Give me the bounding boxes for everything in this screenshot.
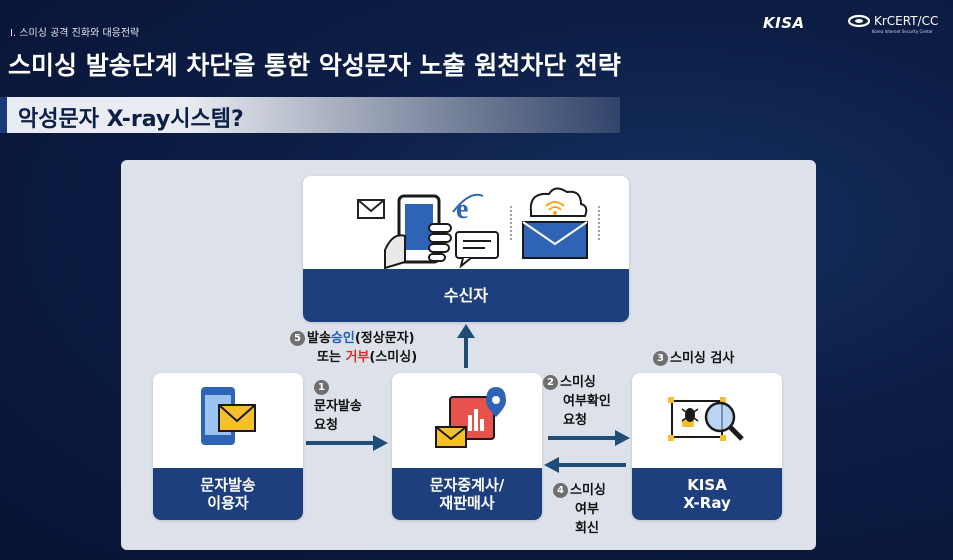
recipient-node: e 수신자 bbox=[303, 176, 629, 322]
breadcrumb: Ⅰ. 스미싱 공격 진화와 대응전략 bbox=[10, 28, 140, 39]
arrow-relay-to-xray bbox=[548, 430, 630, 446]
krcert-logo-subtext: Korea Internet Security Center bbox=[872, 29, 933, 34]
phone-message-icon bbox=[201, 387, 256, 445]
sender-label: 문자발송 이용자 bbox=[153, 468, 303, 520]
krcert-logo-text: KrCERT/CC bbox=[874, 14, 939, 28]
step-2-line2: 여부확인 bbox=[563, 394, 611, 409]
step-3-number: 3 bbox=[653, 351, 668, 366]
subtitle-accent bbox=[0, 97, 7, 133]
krcert-emblem-icon bbox=[848, 14, 870, 28]
xray-label-line2: X-Ray bbox=[683, 494, 731, 512]
svg-text:e: e bbox=[456, 194, 468, 225]
sender-label-line1: 문자발송 bbox=[200, 476, 256, 494]
envelope-icon bbox=[357, 199, 385, 219]
relay-label: 문자중계사/ 재판매사 bbox=[392, 468, 542, 520]
relay-label-line1: 문자중계사/ bbox=[429, 476, 505, 494]
relay-server-icon bbox=[435, 387, 506, 448]
step-5-text-d: 또는 bbox=[317, 350, 346, 365]
smartphone-icon bbox=[384, 194, 452, 270]
step-5-text-a: 발송 bbox=[307, 331, 331, 346]
cloud-wifi-icon bbox=[510, 187, 600, 240]
sender-node: 문자발송 이용자 bbox=[153, 373, 303, 520]
step-2-line3: 요청 bbox=[563, 413, 587, 428]
step-1-line2: 요청 bbox=[314, 418, 338, 433]
step-4-line1: 스미싱 bbox=[570, 483, 606, 498]
step-4-number: 4 bbox=[553, 483, 568, 498]
step-2-number: 2 bbox=[543, 375, 558, 390]
xray-label: KISA X-Ray bbox=[632, 468, 782, 520]
step-5-text-f: (스미싱) bbox=[369, 350, 418, 365]
relay-node: 문자중계사/ 재판매사 bbox=[392, 373, 542, 520]
step-5-approve: 승인 bbox=[330, 331, 355, 346]
subtitle-bar bbox=[0, 97, 620, 133]
step-1-number: 1 bbox=[314, 380, 329, 395]
arrow-sender-to-relay bbox=[306, 435, 388, 451]
arrow-up-to-recipient bbox=[457, 324, 475, 368]
sender-label-line2: 이용자 bbox=[207, 494, 249, 512]
step-1-line1: 문자발송 bbox=[314, 399, 362, 414]
recipient-label: 수신자 bbox=[303, 269, 629, 322]
bug-scan-icon bbox=[668, 397, 744, 441]
recipient-label-text: 수신자 bbox=[443, 285, 489, 305]
mail-inbox-icon bbox=[522, 221, 588, 259]
section-subtitle: 악성문자 X-ray시스템? bbox=[18, 107, 244, 132]
arrow-xray-to-relay bbox=[544, 457, 626, 473]
step-5-number: 5 bbox=[290, 331, 305, 346]
step-4-line3: 회신 bbox=[575, 521, 599, 536]
relay-label-line2: 재판매사 bbox=[439, 494, 495, 512]
xray-label-line1: KISA bbox=[687, 476, 727, 494]
step-2-line1: 스미싱 bbox=[560, 375, 596, 390]
step-1-send-request: 1 문자발송 요청 bbox=[314, 378, 362, 435]
kisa-logo: KISA bbox=[763, 14, 805, 32]
internet-explorer-icon: e bbox=[452, 193, 484, 225]
step-4-line2: 여부 bbox=[575, 502, 599, 517]
krcert-logo: KrCERT/CC Korea Internet Security Center bbox=[848, 14, 939, 34]
chat-icon bbox=[455, 231, 499, 269]
recipient-illustration: e bbox=[357, 187, 600, 270]
xray-node: KISA X-Ray bbox=[632, 373, 782, 520]
kisa-logo-text: KISA bbox=[763, 14, 805, 32]
step-5-reject: 거부 bbox=[345, 350, 370, 365]
page-title: 스미싱 발송단계 차단을 통한 악성문자 노출 원천차단 전략 bbox=[8, 51, 621, 80]
step-5-text-c: (정상문자) bbox=[354, 331, 415, 346]
step-3-text: 스미싱 검사 bbox=[670, 351, 735, 366]
